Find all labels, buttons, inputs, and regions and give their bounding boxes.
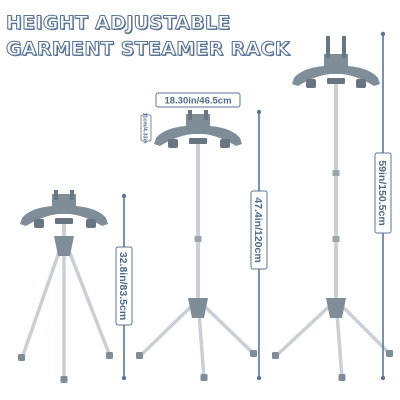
headline: HEIGHT ADJUSTABLE GARMENT STEAMER RACK	[5, 10, 290, 62]
headline-line-2: GARMENT STEAMER RACK	[5, 37, 290, 60]
rack-short	[18, 190, 113, 383]
height-mid-value: 47.4in/120cm	[252, 197, 264, 262]
hanger-gap-value: 11cm/4.33in	[142, 113, 148, 145]
width-value: 18.30in/46.5cm	[164, 96, 231, 107]
dimension-label-hanger-gap: 11cm/4.33in	[140, 113, 152, 145]
dimension-label-height-min: 32.8in/83.5cm	[115, 246, 133, 326]
headline-line-1: HEIGHT ADJUSTABLE	[5, 11, 231, 34]
rack-mid	[136, 110, 257, 381]
dimension-label-height-mid: 47.4in/120cm	[250, 190, 268, 270]
dimension-label-height-max: 59in/150.5cm	[374, 152, 392, 234]
height-max-value: 59in/150.5cm	[376, 160, 388, 225]
height-min-value: 32.8in/83.5cm	[117, 252, 129, 320]
rack-tall	[272, 36, 393, 381]
dimension-label-width: 18.30in/46.5cm	[155, 92, 241, 108]
